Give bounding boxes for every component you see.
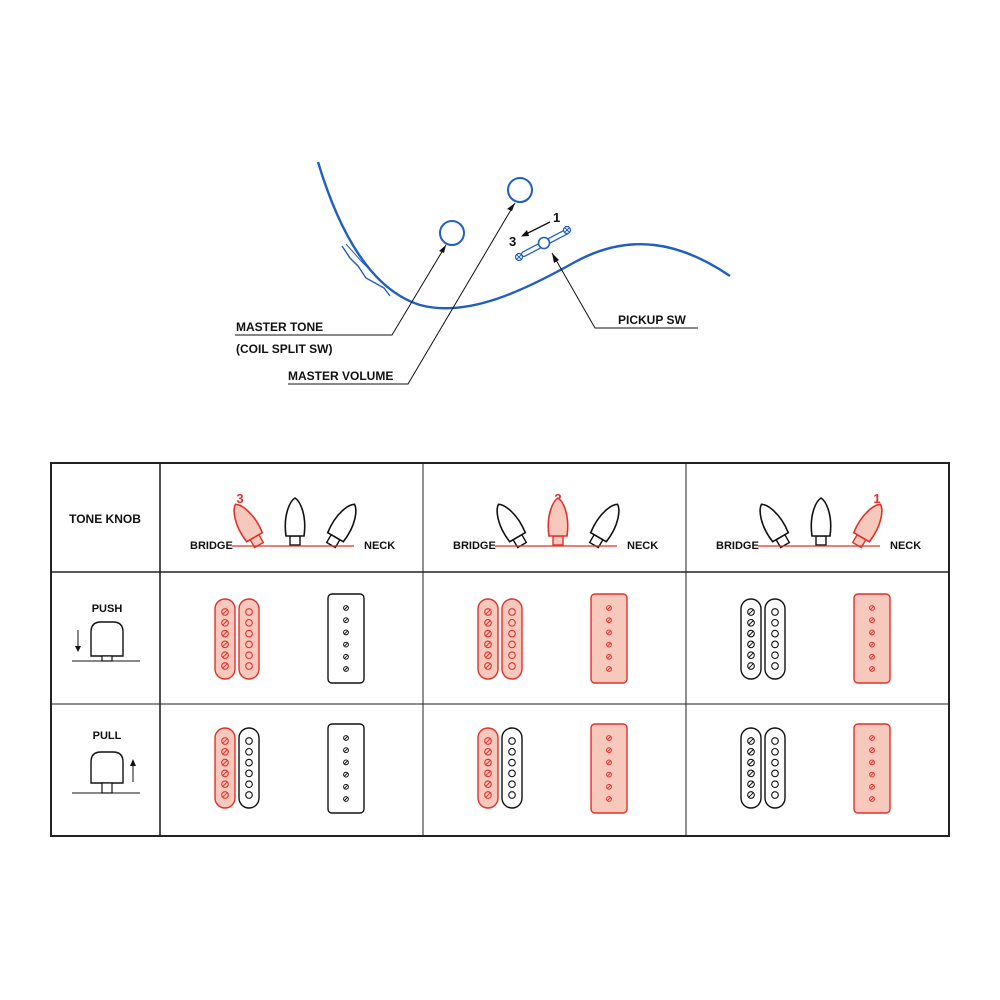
pull-row-header: PULL (72, 730, 140, 794)
coil-active (214, 598, 236, 680)
position-number: 3 (236, 491, 243, 506)
coil-active (477, 598, 499, 680)
master-tone-leader (235, 244, 447, 336)
pickup-sw-label: PICKUP SW (618, 313, 686, 327)
coil-inactive (501, 727, 523, 809)
switch-lever-0 (496, 503, 528, 549)
switch-lever-2 (325, 503, 357, 549)
screw-icon (514, 252, 524, 262)
jack-plate (341, 245, 391, 297)
master-volume-knob[interactable] (507, 177, 533, 203)
switch-lever-1 (284, 497, 306, 546)
humbucker-pickup (740, 727, 786, 809)
coil-inactive (238, 727, 260, 809)
coil-inactive (740, 598, 762, 680)
arrow-down-icon (75, 630, 81, 652)
switch-position-columns: 3BRIDGENECK2BRIDGENECK1BRIDGENECK (190, 491, 921, 814)
bridge-label: BRIDGE (716, 540, 759, 552)
pickup-sw-leader (551, 252, 698, 329)
single-coil-pickup-active (853, 593, 891, 684)
master-tone-label: MASTER TONE (236, 320, 323, 334)
single-coil-pickup-active (590, 723, 628, 814)
position-number: 1 (873, 491, 880, 506)
humbucker-pickup (477, 598, 523, 680)
switch-direction-arrow (521, 221, 551, 237)
coil-active (501, 598, 523, 680)
humbucker-pickup (740, 598, 786, 680)
coil-active (477, 727, 499, 809)
knob-shaft (101, 655, 113, 662)
master-volume-leader (288, 202, 516, 385)
coil-active (214, 727, 236, 809)
leader-arrowhead (439, 245, 446, 253)
leader-arrowhead (552, 253, 559, 263)
bridge-label: BRIDGE (453, 540, 496, 552)
pull-label: PULL (93, 730, 122, 742)
switch-lever-2 (851, 503, 883, 549)
push-label: PUSH (92, 603, 123, 615)
single-coil-pickup-active (853, 723, 891, 814)
single-coil-pickup-active (590, 593, 628, 684)
leader-arrowhead (507, 203, 515, 211)
jack-plate-edge (345, 243, 387, 287)
coil-split-label: (COIL SPLIT SW) (236, 342, 332, 356)
neck-label: NECK (890, 540, 921, 552)
table-border (50, 462, 950, 837)
master-volume-label: MASTER VOLUME (288, 369, 393, 383)
neck-label: NECK (627, 540, 658, 552)
coil-active (238, 598, 260, 680)
coil-inactive (764, 727, 786, 809)
knob-shaft (101, 782, 113, 794)
knob-icon (90, 751, 124, 784)
switch-lever-1 (547, 497, 569, 546)
column-position-2: 2BRIDGENECK (453, 491, 658, 814)
humbucker-pickup (477, 727, 523, 809)
switch-position-1: 1 (553, 210, 560, 225)
push-row-header: PUSH (72, 603, 140, 662)
coil-inactive (740, 727, 762, 809)
switch-position-3: 3 (509, 234, 516, 249)
body-outline (316, 161, 731, 310)
switch-lever-0 (759, 503, 791, 549)
bridge-label: BRIDGE (190, 540, 233, 552)
tone-knob-header: TONE KNOB (69, 512, 141, 526)
switch-lever-1 (810, 497, 832, 546)
humbucker-pickup (214, 727, 260, 809)
humbucker-pickup (214, 598, 260, 680)
switch-lever-0 (233, 503, 265, 549)
switch-lever-2 (588, 503, 620, 549)
screw-icon (562, 225, 572, 235)
guitar-body-diagram: 1 3 MASTER TONE (COIL SPLIT SW) MASTER V… (235, 161, 731, 385)
arrow-up-icon (130, 759, 136, 782)
coil-inactive (764, 598, 786, 680)
master-tone-knob[interactable] (439, 220, 465, 246)
neck-label: NECK (364, 540, 395, 552)
single-coil-pickup-inactive (327, 723, 365, 814)
pickup-selection-table: TONE KNOB PUSH PULL 3BRIDGENECK2BRIDGENE (50, 462, 950, 837)
pickup-switch[interactable] (514, 225, 572, 262)
single-coil-pickup-inactive (327, 593, 365, 684)
knob-icon (90, 621, 124, 657)
